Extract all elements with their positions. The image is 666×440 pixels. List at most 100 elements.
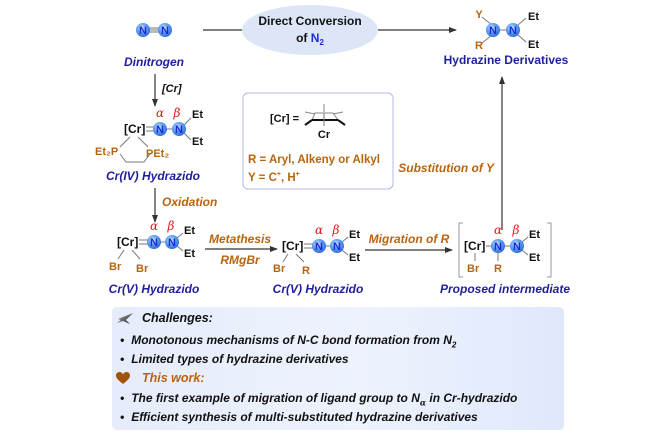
bond xyxy=(295,253,305,263)
bond xyxy=(176,232,184,239)
hydrazine-molecule: N N Y R Et Et xyxy=(475,9,539,52)
bond xyxy=(137,136,149,148)
bond xyxy=(341,249,349,256)
cr-label: [Cr] xyxy=(124,122,145,136)
y-def-h: , H xyxy=(281,172,296,184)
nitrogen-atom xyxy=(486,23,500,37)
n-label: N xyxy=(175,124,183,136)
y-def-sup: + xyxy=(296,171,300,178)
challenge-item: •Limited types of hydrazine derivatives xyxy=(120,352,349,366)
ethyl-group: Et xyxy=(349,229,360,241)
bromo-ligand: Br xyxy=(109,261,122,273)
direct-conversion-ellipse xyxy=(242,5,378,55)
dinitrogen-label: Dinitrogen xyxy=(124,55,184,69)
nitrogen-alpha xyxy=(491,239,505,253)
n-label: N xyxy=(161,25,169,37)
beta-label: β xyxy=(512,223,520,237)
challenges-heading: Challenges: xyxy=(116,311,213,325)
cr5-hydrazido-label-2: Cr(V) Hydrazido xyxy=(273,282,364,296)
cr-label: [Cr] xyxy=(117,235,138,249)
nitrogen-beta xyxy=(172,122,186,136)
bullet: • xyxy=(120,410,125,424)
this-work-text-after: in Cr-hydrazido xyxy=(426,391,518,405)
phosphine-left: Et₂P xyxy=(95,146,118,158)
alpha-label: α xyxy=(156,106,164,120)
bracket-left xyxy=(458,222,463,278)
this-work-text: The first example of migration of ligand… xyxy=(131,391,420,405)
methyl-right-back xyxy=(332,111,344,115)
hydrazine-derivatives-label: Hydrazine Derivatives xyxy=(444,53,569,67)
definition-box xyxy=(242,92,394,190)
cr4-hydrazido-molecule: [Cr] N N α β Et Et Et₂P PEt₂ xyxy=(95,106,203,163)
bracket-right xyxy=(547,222,552,278)
phosphine-right: PEt₂ xyxy=(146,148,169,160)
cp-star-ligand-icon xyxy=(304,104,346,126)
migration-label: Migration of R xyxy=(369,232,450,246)
alpha-subscript: α xyxy=(419,397,427,408)
bond xyxy=(183,117,192,126)
methyl-right-front xyxy=(337,119,346,126)
this-work-item: •Efficient synthesis of multi-substitute… xyxy=(120,410,478,424)
ethyl-group: Et xyxy=(192,136,203,148)
this-work-item: •The first example of migration of ligan… xyxy=(120,391,517,407)
r-ligand: R xyxy=(302,265,310,277)
cr-label: [Cr] xyxy=(282,239,303,253)
r-substituent: R xyxy=(475,40,483,52)
ellipse-title-line2: of N2 xyxy=(296,31,324,47)
summary-panel: Challenges: •Monotonous mechanisms of N-… xyxy=(112,307,564,430)
challenge-text: Limited types of hydrazine derivatives xyxy=(131,352,349,366)
nitrogen-atom xyxy=(158,23,172,37)
n-label: N xyxy=(494,241,502,253)
bond xyxy=(521,236,529,243)
oxidation-label: Oxidation xyxy=(162,195,217,209)
nitrogen-alpha xyxy=(147,235,161,249)
substitution-label: Substitution of Y xyxy=(398,161,495,175)
challenge-item: •Monotonous mechanisms of N-C bond forma… xyxy=(120,333,456,349)
methyl-left-back xyxy=(304,111,316,115)
ethyl-group: Et xyxy=(529,252,540,264)
cr-reagent-label: [Cr] xyxy=(161,83,182,95)
nitrogen-alpha xyxy=(153,122,167,136)
cr4-hydrazido-label: Cr(IV) Hydrazido xyxy=(106,169,200,183)
alpha-label: α xyxy=(315,223,323,237)
n-label: N xyxy=(509,25,517,37)
proposed-intermediate-label: Proposed intermediate xyxy=(440,282,570,296)
metathesis-label: Metathesis xyxy=(209,232,271,246)
bromo-ligand: Br xyxy=(273,263,286,275)
bond xyxy=(119,136,131,148)
y-def-sup: + xyxy=(277,171,281,178)
r-substituent: R xyxy=(494,263,502,275)
nitrogen-beta xyxy=(510,239,524,253)
ethyl-group: Et xyxy=(184,225,195,237)
bond xyxy=(517,17,527,26)
n-label: N xyxy=(156,124,164,136)
nitrogen-alpha xyxy=(312,239,326,253)
proposed-intermediate-molecule: [Cr] N N α β Et Et Br R xyxy=(458,222,552,278)
cr5-hydrazido-alkyl-molecule: [Cr] N N α β Et Et Br R xyxy=(273,223,360,277)
bond xyxy=(521,249,529,256)
n-label: N xyxy=(333,241,341,253)
star-icon xyxy=(117,313,133,324)
bond xyxy=(131,249,141,260)
ethyl-group: Et xyxy=(528,11,539,23)
bond xyxy=(176,245,184,252)
n-label: N xyxy=(168,237,176,249)
ethylene-bridge xyxy=(119,153,151,163)
alpha-label: α xyxy=(150,219,158,233)
bond xyxy=(341,236,349,243)
alpha-label: α xyxy=(494,223,502,237)
cr5-hydrazido-label-1: Cr(V) Hydrazido xyxy=(109,282,200,296)
r-definition: R = Aryl, Alkeny or Alkyl xyxy=(248,154,380,166)
nitrogen-beta xyxy=(330,239,344,253)
cr5-hydrazido-dibromo-molecule: [Cr] N N α β Et Et Br Br xyxy=(109,219,195,275)
bromo-ligand: Br xyxy=(467,263,480,275)
cr-definition-label: [Cr] = xyxy=(270,113,299,125)
n-label: N xyxy=(139,25,147,37)
n2-subscript: 2 xyxy=(319,38,324,47)
this-work-heading: This work: xyxy=(116,371,205,385)
challenges-title: Challenges: xyxy=(142,311,213,325)
methyl-left-front xyxy=(304,119,313,126)
rmgbr-label: RMgBr xyxy=(220,253,261,267)
bromo-ligand: Br xyxy=(136,263,149,275)
